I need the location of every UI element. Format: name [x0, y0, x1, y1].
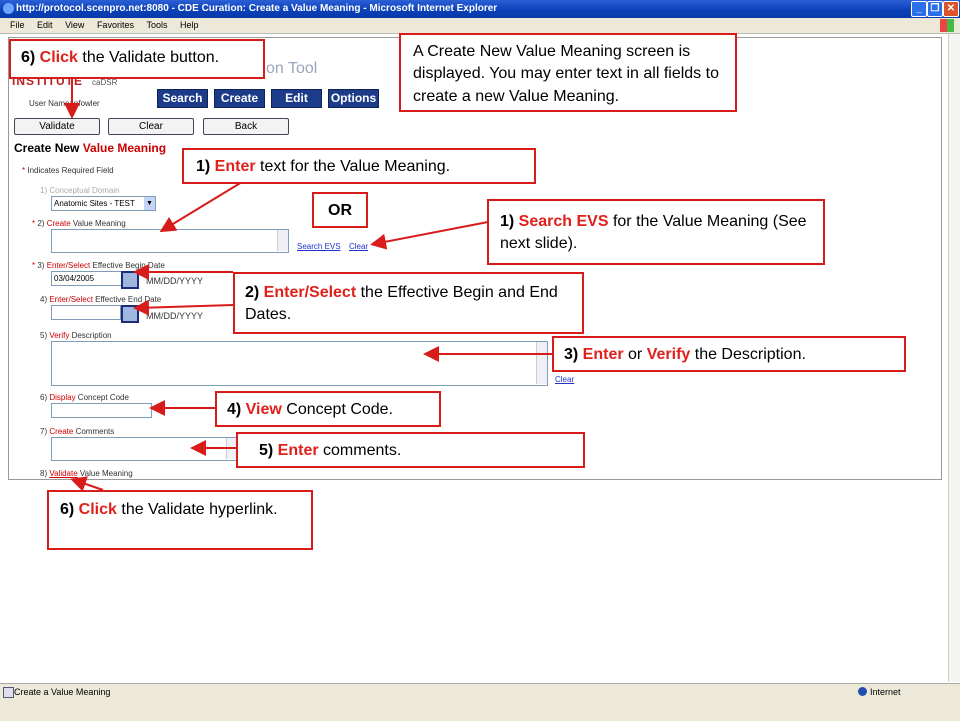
callout-enter-text: 1) Enter text for the Value Meaning. — [182, 148, 536, 184]
description-textarea[interactable] — [51, 341, 548, 386]
callout-info: A Create New Value Meaning screen is dis… — [399, 33, 737, 112]
callout-description: 3) Enter or Verify the Description. — [552, 336, 906, 372]
value-meaning-textarea[interactable] — [51, 229, 289, 253]
clear-button[interactable]: Clear — [108, 118, 194, 135]
menu-view[interactable]: View — [65, 20, 85, 30]
begin-date-input[interactable]: 03/04/2005 — [51, 271, 123, 286]
nav-create-button[interactable]: Create — [214, 89, 265, 108]
validate-button[interactable]: Validate — [14, 118, 100, 135]
windows-logo-icon — [940, 19, 954, 32]
zone-text: Internet — [870, 687, 901, 697]
begin-date-format: MM/DD/YYYY — [146, 276, 204, 286]
close-icon[interactable]: ✕ — [943, 1, 959, 17]
callout-dates: 2) Enter/Select the Effective Begin and … — [233, 272, 584, 334]
callout-or: OR — [312, 192, 368, 228]
calendar-icon[interactable] — [121, 305, 139, 323]
description-label: 5) Verify Description — [40, 331, 112, 340]
description-scrollbar[interactable] — [536, 342, 547, 384]
page-icon — [3, 687, 14, 698]
value-meaning-scrollbar[interactable] — [277, 230, 288, 251]
calendar-icon[interactable] — [121, 271, 139, 289]
menu-tools[interactable]: Tools — [146, 20, 168, 30]
end-date-format: MM/DD/YYYY — [146, 311, 204, 321]
callout-concept-code: 4) View Concept Code. — [215, 391, 441, 427]
window-titlebar: http://protocol.scenpro.net:8080 - CDE C… — [0, 0, 960, 18]
validate-link[interactable]: Validate — [49, 469, 78, 478]
nav-options-button[interactable]: Options — [328, 89, 379, 108]
tool-title: on Tool — [266, 60, 318, 77]
conceptual-domain-select[interactable]: Anatomic Sites - TEST ▼ — [51, 196, 156, 211]
required-note: * Indicates Required Field — [22, 166, 114, 175]
nav-edit-button[interactable]: Edit — [271, 89, 322, 108]
description-clear-link[interactable]: Clear — [555, 375, 575, 384]
status-bar: Create a Value Meaning Internet — [0, 683, 960, 721]
value-meaning-label: * 2) Create Value Meaning — [32, 219, 126, 228]
begin-date-label: * 3) Enter/Select Effective Begin Date — [32, 261, 165, 270]
page-title-b: Value Meaning — [82, 141, 167, 155]
end-date-input[interactable] — [51, 305, 121, 320]
page-title-a: Create New — [14, 141, 83, 155]
end-date-label: 4) Enter/Select Effective End Date — [40, 295, 162, 304]
callout-validate-button: 6) Click the Validate button. — [9, 39, 265, 79]
callout-validate-link: 6) Click the Validate hyperlink. — [47, 490, 313, 550]
menu-edit[interactable]: Edit — [37, 20, 53, 30]
globe-icon — [858, 687, 867, 696]
window-title: http://protocol.scenpro.net:8080 - CDE C… — [16, 3, 498, 14]
page-title: Create New Value Meaning — [14, 141, 166, 155]
nav-search-button[interactable]: Search — [157, 89, 208, 108]
callout-search-evs: 1) Search EVS for the Value Meaning (See… — [487, 199, 825, 265]
minimize-icon[interactable]: _ — [911, 1, 927, 17]
callout-comments: 5) Enter comments. — [236, 432, 585, 468]
conceptual-domain-value: Anatomic Sites - TEST — [54, 199, 135, 208]
comments-label: 7) Create Comments — [40, 427, 115, 436]
user-name: User Name: pfowler — [29, 99, 100, 108]
menu-help[interactable]: Help — [180, 20, 199, 30]
conceptual-domain-label: 1) Conceptual Domain — [40, 186, 120, 195]
comments-textarea[interactable] — [51, 437, 238, 461]
search-evs-link[interactable]: Search EVS — [297, 242, 341, 251]
back-button[interactable]: Back — [203, 118, 289, 135]
menu-file[interactable]: File — [10, 20, 25, 30]
clear-link[interactable]: Clear — [349, 242, 369, 251]
validate-value-meaning-label: 8) Validate Value Meaning — [40, 469, 133, 478]
menu-bar: File Edit View Favorites Tools Help — [0, 18, 960, 34]
ie-icon — [3, 3, 14, 14]
concept-code-input[interactable] — [51, 403, 152, 418]
status-text: Create a Value Meaning — [14, 687, 111, 697]
vertical-scrollbar[interactable] — [948, 34, 960, 682]
menu-favorites[interactable]: Favorites — [96, 20, 134, 30]
chevron-down-icon[interactable]: ▼ — [144, 197, 155, 210]
begin-date-value: 03/04/2005 — [54, 274, 95, 283]
cadsr-label: caDSR — [92, 78, 118, 87]
restore-icon[interactable]: ❐ — [927, 1, 943, 17]
concept-code-label: 6) Display Concept Code — [40, 393, 129, 402]
